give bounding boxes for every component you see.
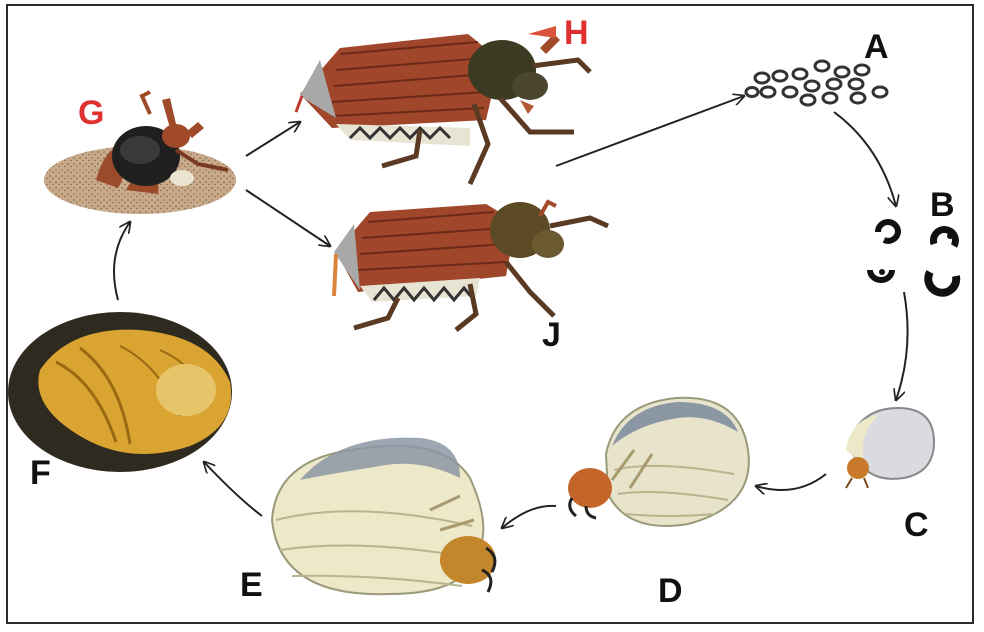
arrow-a-to-b	[834, 112, 896, 206]
third-stage-larva-illustration	[272, 438, 496, 595]
second-stage-larva-illustration	[568, 398, 749, 526]
adult-beetle-h-illustration	[296, 26, 590, 184]
label-b: B	[930, 188, 955, 222]
label-g: G	[78, 96, 104, 130]
cycle-arrows	[114, 96, 908, 528]
label-j: J	[542, 318, 561, 352]
label-a: A	[864, 30, 889, 64]
arrow-e-to-f	[204, 462, 262, 516]
arrow-g-to-j	[246, 190, 330, 246]
label-c: C	[904, 508, 929, 542]
arrow-f-to-g	[114, 222, 130, 300]
label-e: E	[240, 568, 263, 602]
young-larvae-illustration	[870, 222, 956, 293]
first-stage-larva-illustration	[846, 408, 934, 488]
eggs-illustration	[746, 61, 887, 105]
arrow-adult-to-a	[556, 96, 744, 166]
arrow-g-to-h	[246, 122, 300, 156]
label-f: F	[30, 456, 51, 490]
adult-beetle-j-illustration	[334, 202, 608, 330]
emerging-beetle-illustration	[44, 92, 236, 214]
arrow-d-to-e	[502, 506, 556, 528]
arrow-b-to-c	[896, 292, 908, 400]
pupa-illustration	[8, 312, 232, 472]
label-d: D	[658, 574, 683, 608]
arrow-c-to-d	[756, 474, 826, 490]
label-h: H	[564, 16, 589, 50]
